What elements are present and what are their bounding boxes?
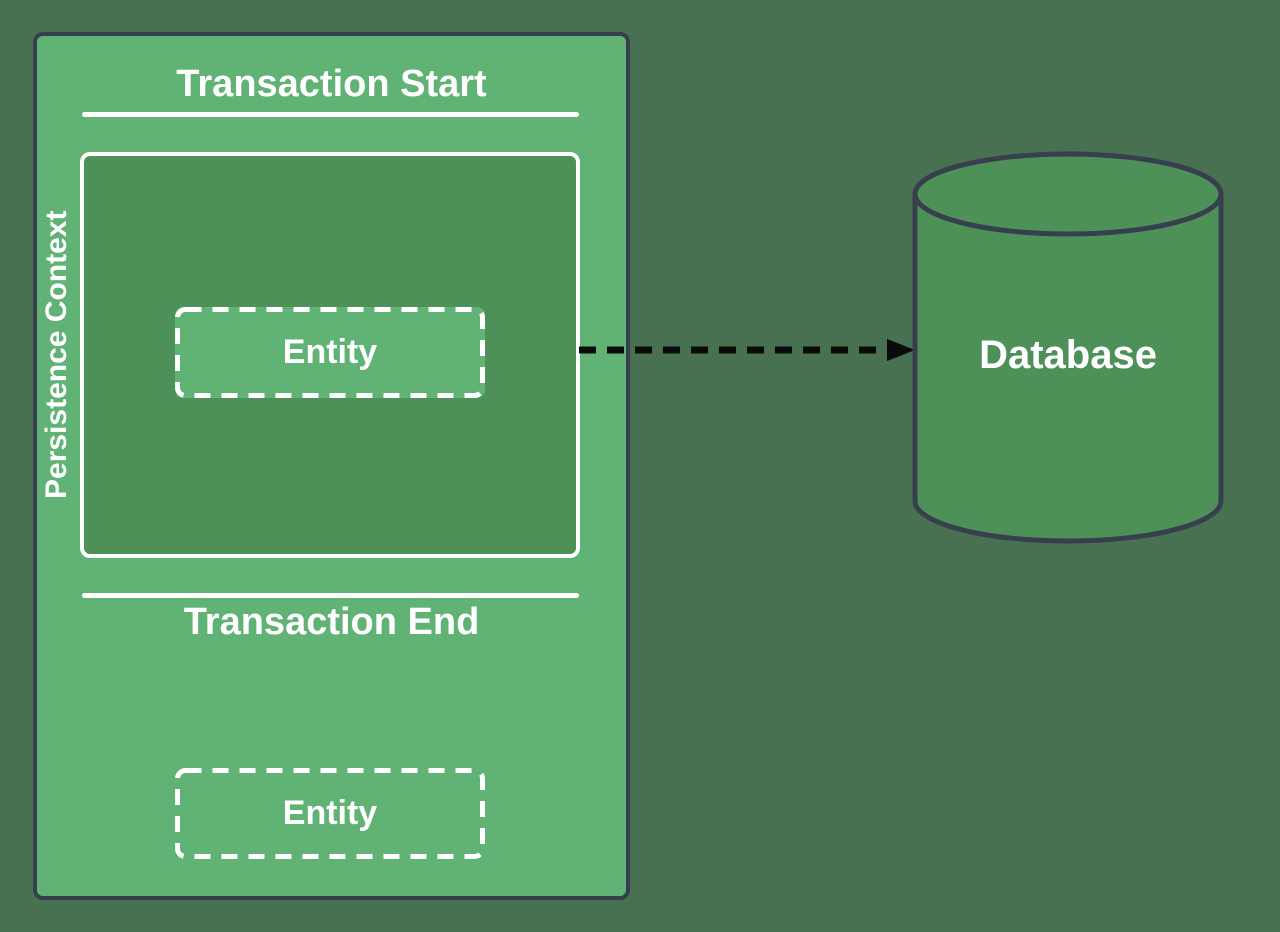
dashed-border-icon <box>175 768 485 859</box>
database-cylinder-icon <box>912 151 1224 544</box>
dashed-border-icon <box>175 307 485 398</box>
entity-label: Entity <box>282 333 378 371</box>
persistence-context-label: Persistence Context <box>40 210 73 500</box>
entity-box-managed: Entity <box>175 307 485 398</box>
database-node: Database <box>911 150 1225 550</box>
flush-arrow-icon <box>579 339 915 361</box>
transaction-start-label: Transaction Start <box>176 63 487 105</box>
database-label: Database <box>979 333 1157 377</box>
transaction-scope-box: Entity <box>80 152 580 558</box>
persistence-context-box: Transaction Start Persistence Context En… <box>33 32 630 900</box>
transaction-end-label: Transaction End <box>183 601 480 643</box>
transaction-end-line <box>82 593 579 598</box>
entity-box-detached: Entity <box>175 768 485 859</box>
transaction-start-underline <box>82 112 579 117</box>
entity-label: Entity <box>282 794 378 832</box>
